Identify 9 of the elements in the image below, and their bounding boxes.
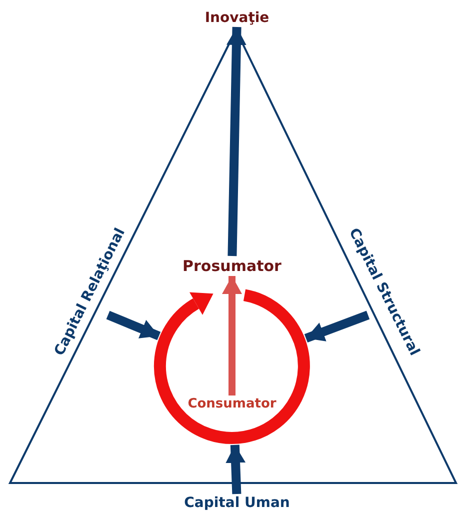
stage-label: Consumator: [188, 396, 276, 412]
circular-arrow-drawing: [152, 286, 312, 446]
stage-label: Prosumator: [182, 257, 282, 275]
arrow: [222, 276, 242, 396]
arrow: [226, 444, 246, 494]
arrow: [226, 26, 246, 256]
base-label: Capital Uman: [184, 495, 290, 511]
arrow: [106, 310, 161, 340]
vertex-label: Inovaţie: [204, 10, 270, 26]
